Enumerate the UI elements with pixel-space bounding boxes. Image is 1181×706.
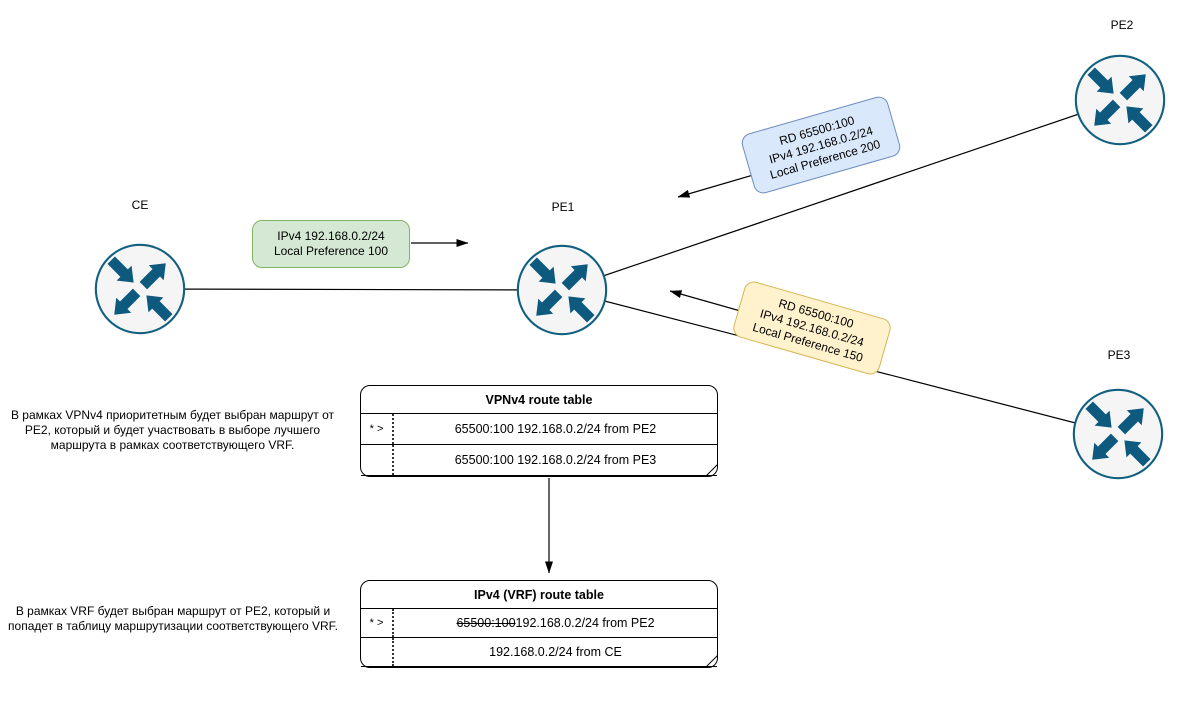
- table-title: VPNv4 route table: [361, 386, 717, 414]
- best-route-marker: [361, 638, 394, 666]
- router-icon: [516, 244, 608, 336]
- table-title: IPv4 (VRF) route table: [361, 581, 717, 609]
- route-label-ce-to-pe1: IPv4 192.168.0.2/24 Local Preference 100: [252, 220, 410, 268]
- router-node-pe3: [1070, 386, 1166, 482]
- best-route-marker: * >: [361, 609, 394, 637]
- route-entry: 65500:100 192.168.0.2/24 from PE2: [394, 609, 717, 637]
- struck-rd-text: 65500:100: [456, 616, 516, 630]
- table-row: 192.168.0.2/24 from CE: [361, 638, 717, 667]
- router-node-pe2: [1072, 52, 1168, 148]
- route-entry: 65500:100 192.168.0.2/24 from PE3: [454, 453, 657, 467]
- route-entry: 192.168.0.2/24 from CE: [489, 645, 622, 659]
- node-label-pe3: PE3: [1107, 348, 1131, 362]
- best-route-marker: * >: [361, 414, 394, 444]
- router-node-ce: [92, 241, 188, 337]
- vpnv4-route-table: VPNv4 route table * > 65500:100 192.168.…: [360, 385, 718, 477]
- node-label-ce: CE: [131, 198, 149, 212]
- link-ce-pe1: [139, 288, 563, 291]
- table-row: * > 65500:100 192.168.0.2/24 from PE2: [361, 609, 717, 638]
- router-node-pe1: [514, 242, 610, 338]
- table-row: * > 65500:100 192.168.0.2/24 from PE2: [361, 414, 717, 445]
- route-entry-text: 192.168.0.2/24 from PE2: [515, 616, 655, 630]
- router-icon: [1072, 388, 1164, 480]
- node-label-pe2: PE2: [1110, 18, 1134, 32]
- node-label-pe1: PE1: [551, 200, 575, 214]
- vpnv4-note: В рамках VPNv4 приоритетным будет выбран…: [10, 408, 335, 452]
- route-label-line: Local Preference 100: [273, 244, 389, 258]
- router-icon: [1074, 54, 1166, 146]
- vrf-route-table: IPv4 (VRF) route table * > 65500:100 192…: [360, 580, 718, 668]
- vrf-note: В рамках VRF будет выбран маршрут от PE2…: [8, 604, 338, 633]
- table-row: 65500:100 192.168.0.2/24 from PE3: [361, 445, 717, 476]
- route-label-line: IPv4 192.168.0.2/24: [277, 229, 385, 243]
- route-entry: 65500:100 192.168.0.2/24 from PE2: [454, 422, 657, 436]
- link-pe1-pe2: [561, 99, 1121, 291]
- router-icon: [94, 243, 186, 335]
- best-route-marker: [361, 445, 394, 475]
